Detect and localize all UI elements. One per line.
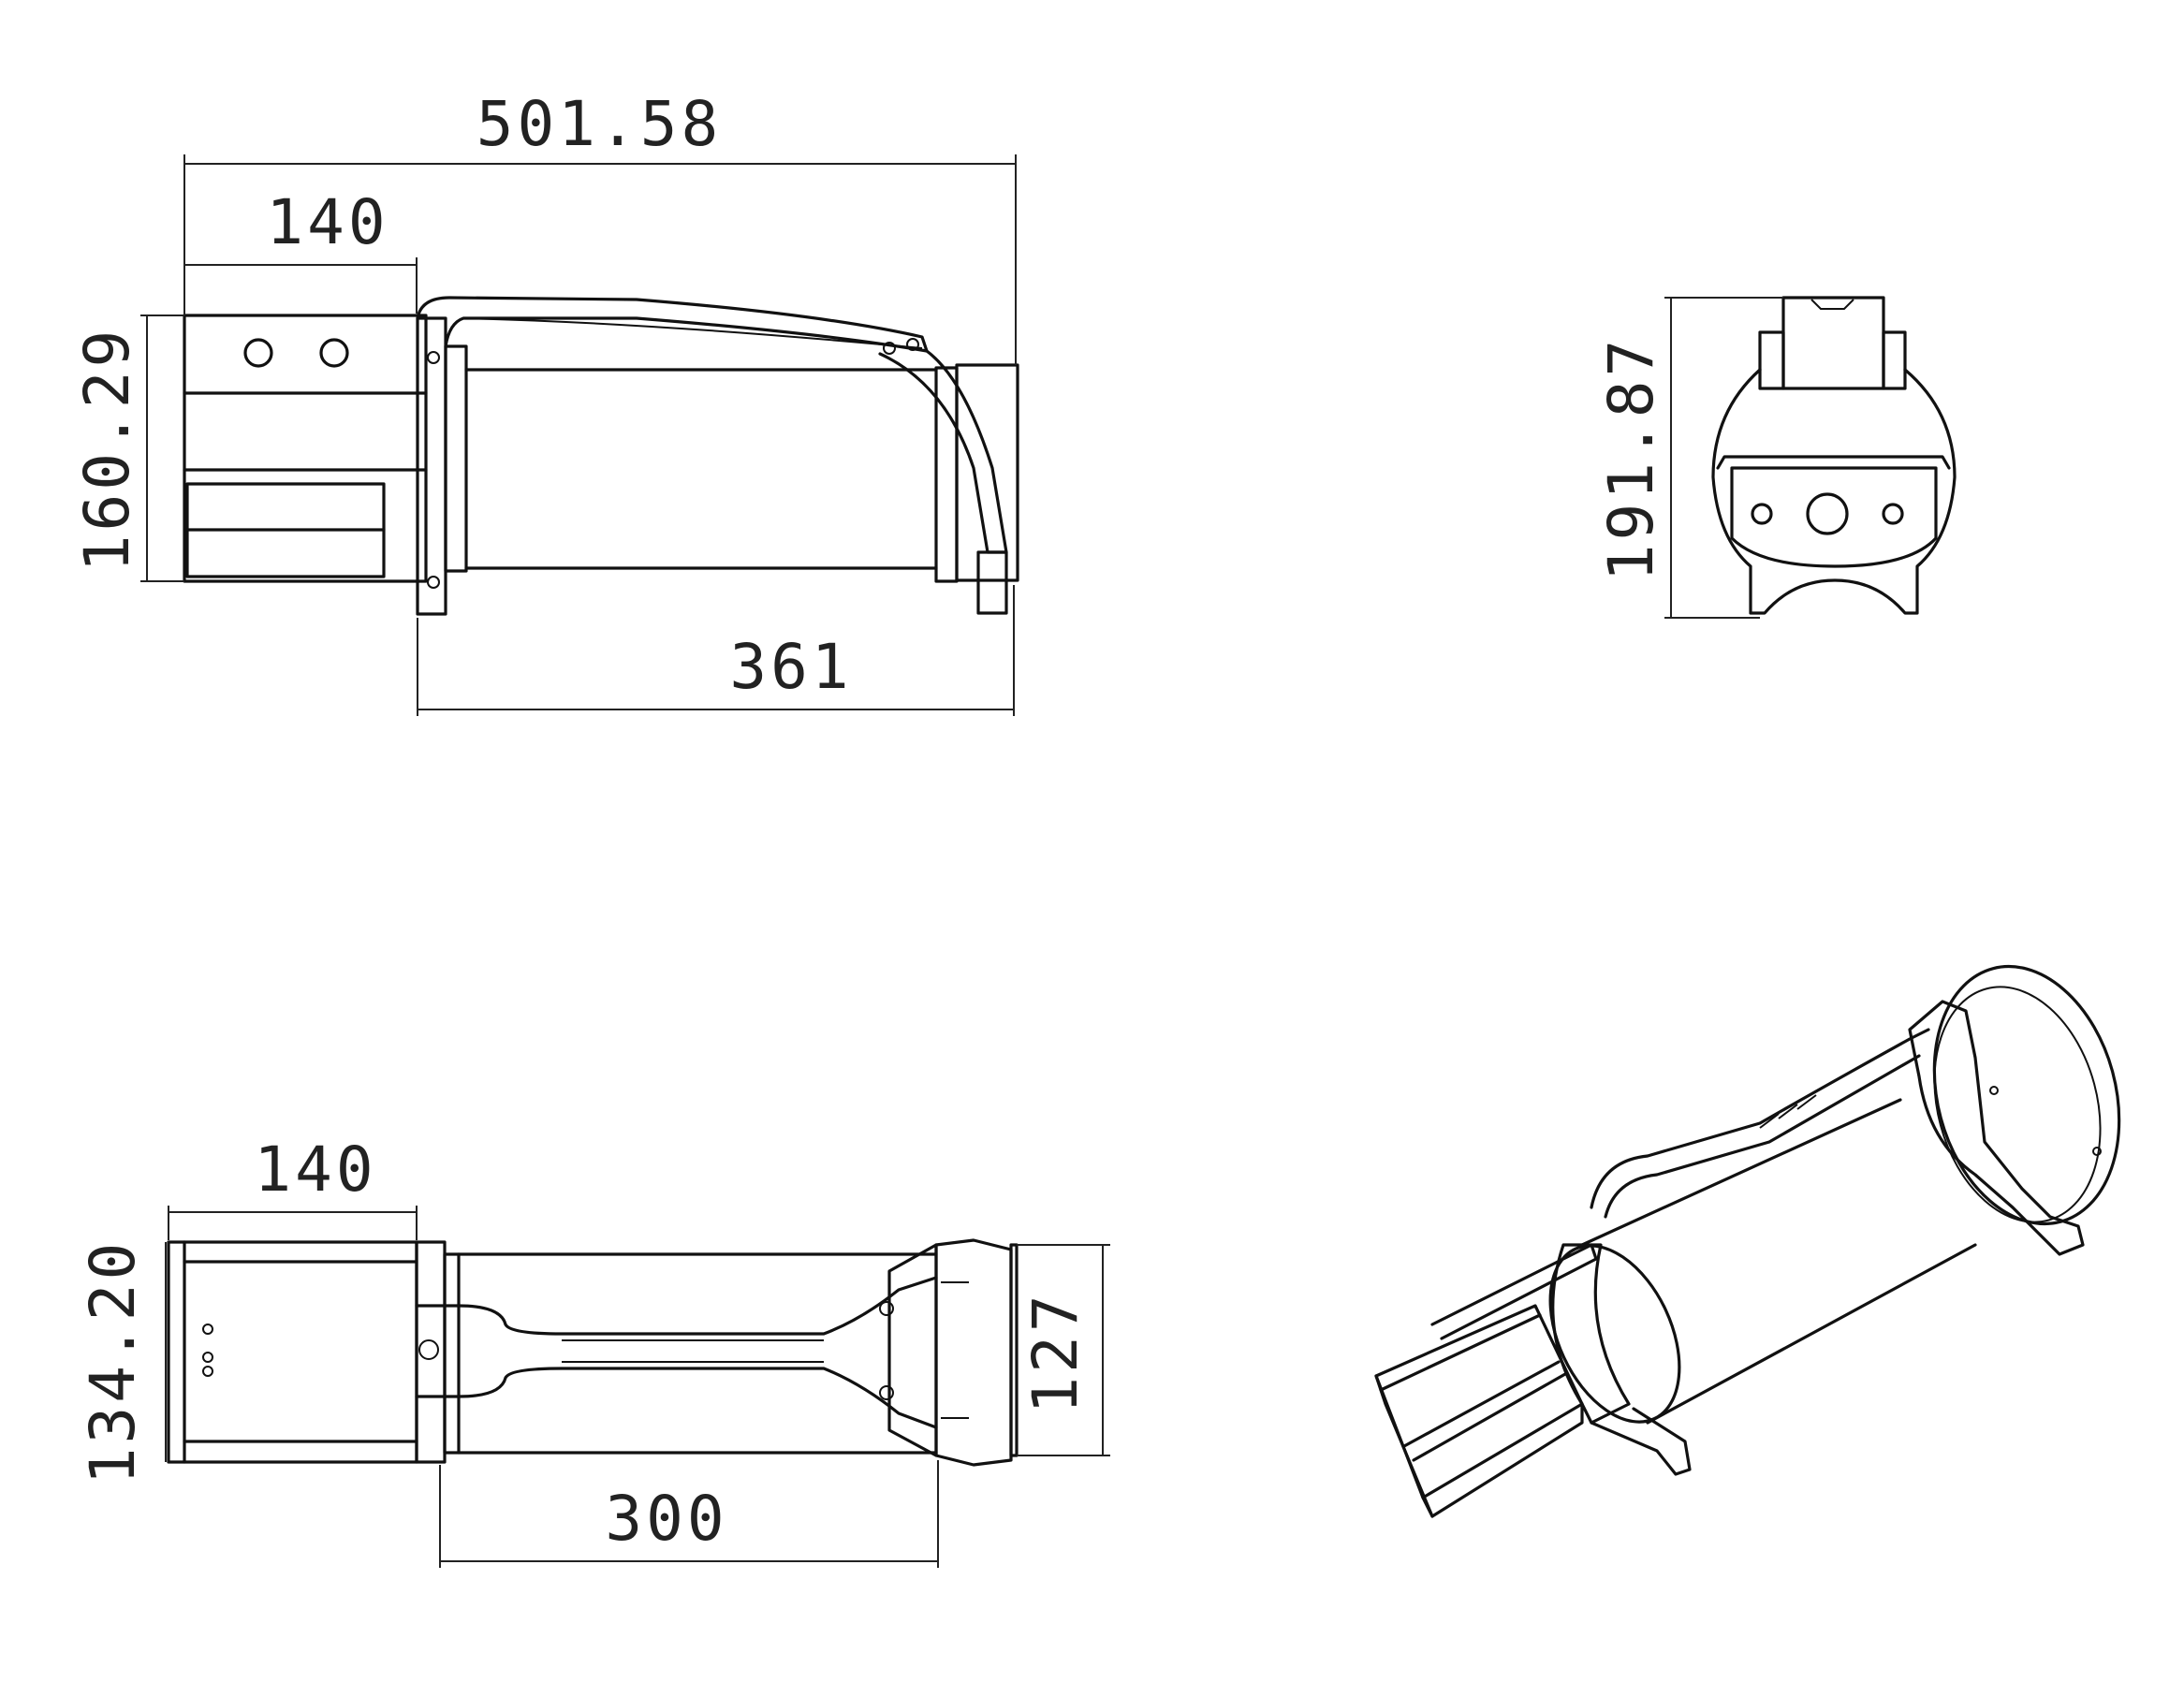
dim-end-height: 191.87 [1595, 297, 1783, 619]
top-drum [415, 1240, 938, 1464]
bolt-hole-icon [1751, 503, 1773, 525]
side-drum [416, 296, 1008, 616]
dim-side-height-label: 160.29 [71, 327, 143, 572]
mount-hole-icon [319, 338, 349, 368]
dim-side-drum: 361 [417, 585, 1015, 716]
mount-hole-icon [243, 338, 273, 368]
dim-side-overall-label: 501.58 [476, 88, 722, 160]
dim-top-gearbox-label: 127 [1019, 1291, 1092, 1413]
shaft-hole-icon [1806, 492, 1849, 535]
side-view: 501.58 140 160.29 361 [71, 88, 1019, 716]
side-motor-housing [183, 314, 428, 583]
side-gearbox [934, 363, 1019, 583]
dim-side-drum-label: 361 [729, 631, 852, 703]
dim-top-motor: 140 [168, 1134, 418, 1240]
top-gearbox [887, 1238, 1019, 1467]
bolt-hole-icon [1882, 503, 1904, 525]
dim-top-gearbox: 127 [1017, 1244, 1110, 1456]
dim-top-drum-label: 300 [605, 1483, 727, 1555]
end-view: 191.87 [1595, 296, 1957, 619]
isometric-view [1374, 964, 2121, 1518]
dim-top-width: 134.20 [77, 1239, 167, 1485]
top-motor-housing [167, 1240, 418, 1464]
dim-side-motor-label: 140 [266, 186, 388, 258]
dim-end-height-label: 191.87 [1595, 336, 1667, 581]
dim-side-height: 160.29 [71, 314, 184, 582]
dim-side-motor: 140 [184, 186, 418, 314]
top-view: 140 134.20 300 127 [77, 1134, 1110, 1568]
dim-top-drum: 300 [439, 1460, 939, 1568]
dim-top-width-label: 134.20 [77, 1239, 149, 1485]
dim-top-motor-label: 140 [254, 1134, 376, 1206]
dim-side-overall: 501.58 [183, 88, 1017, 365]
